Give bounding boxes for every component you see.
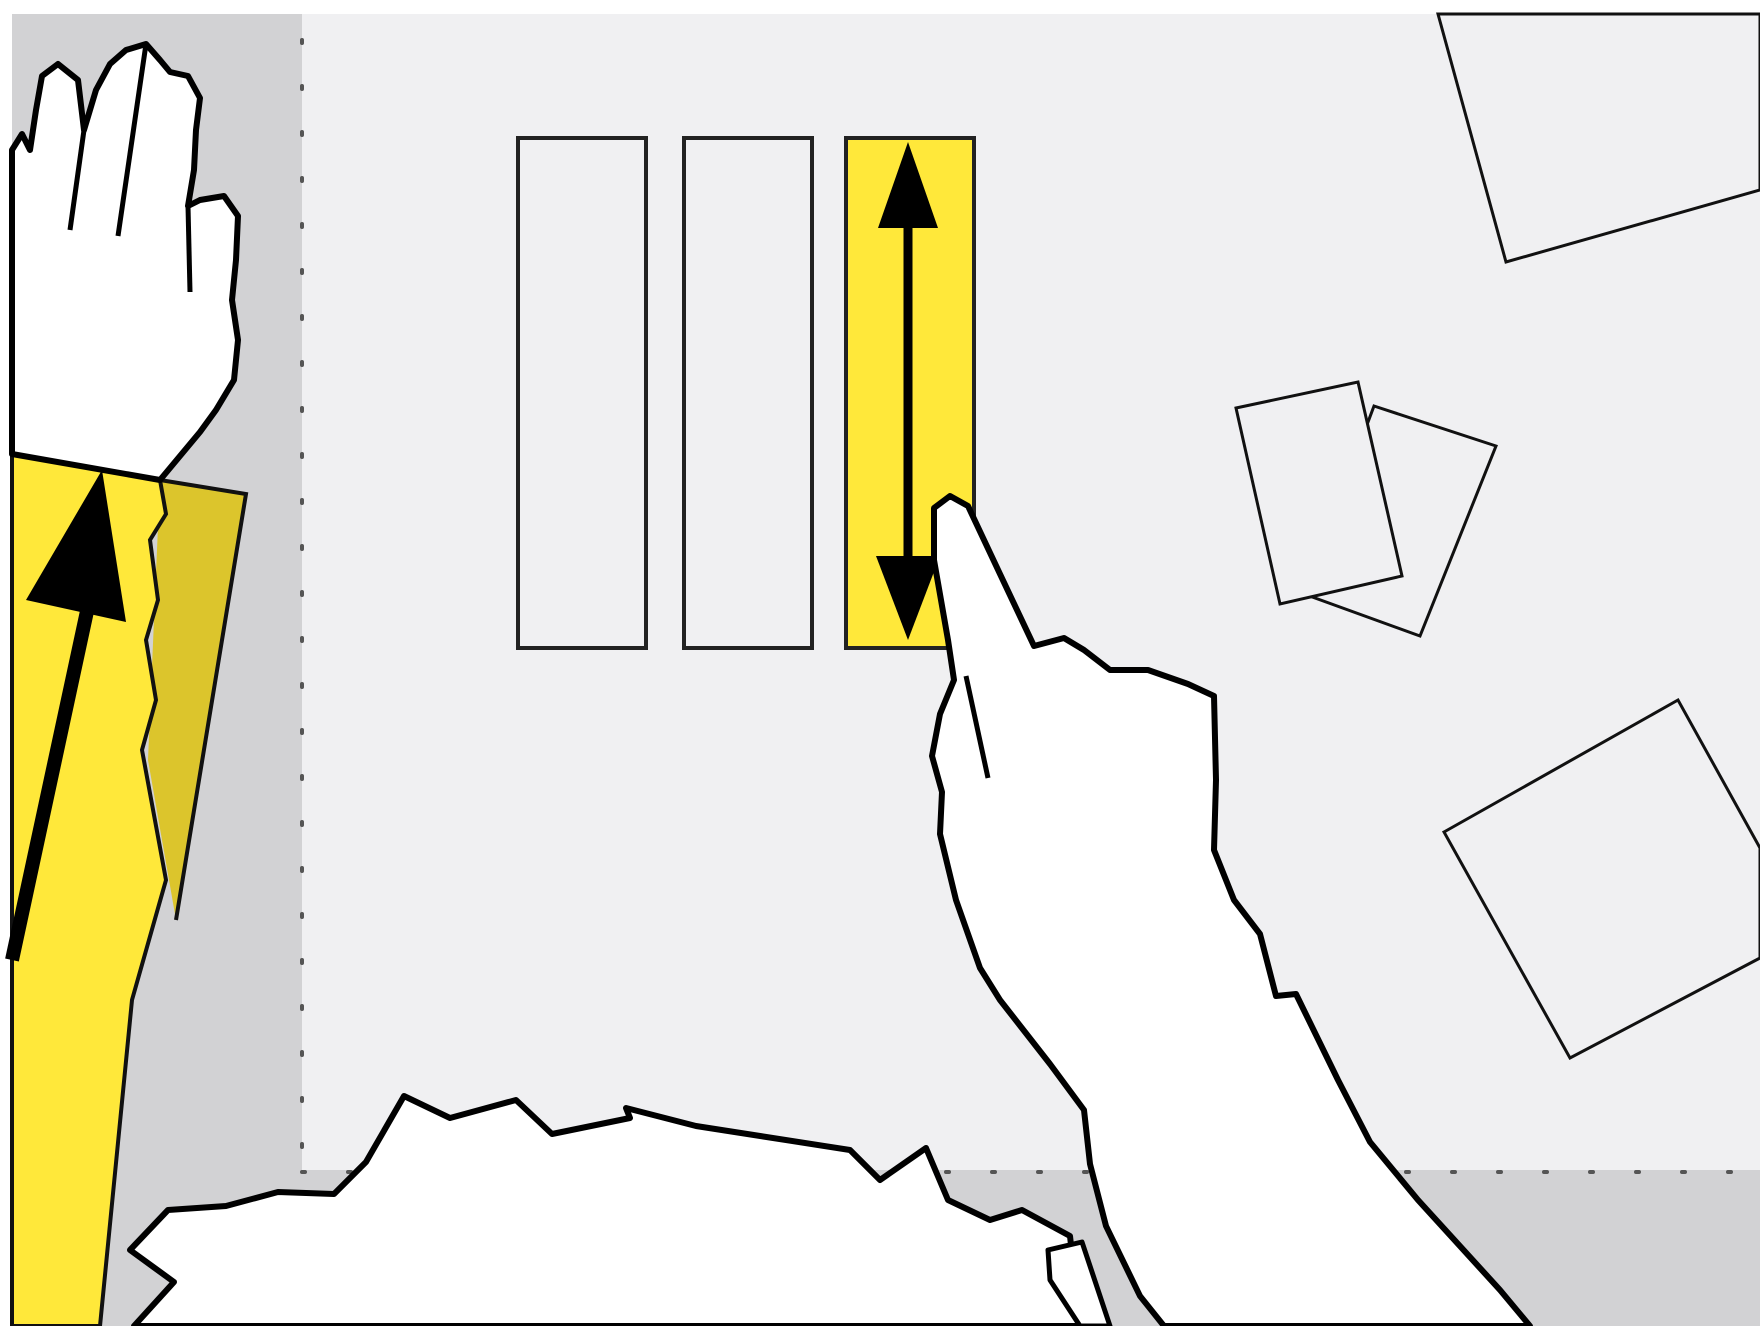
strip-2[interactable] [684, 138, 812, 648]
strip-1[interactable] [518, 138, 646, 648]
